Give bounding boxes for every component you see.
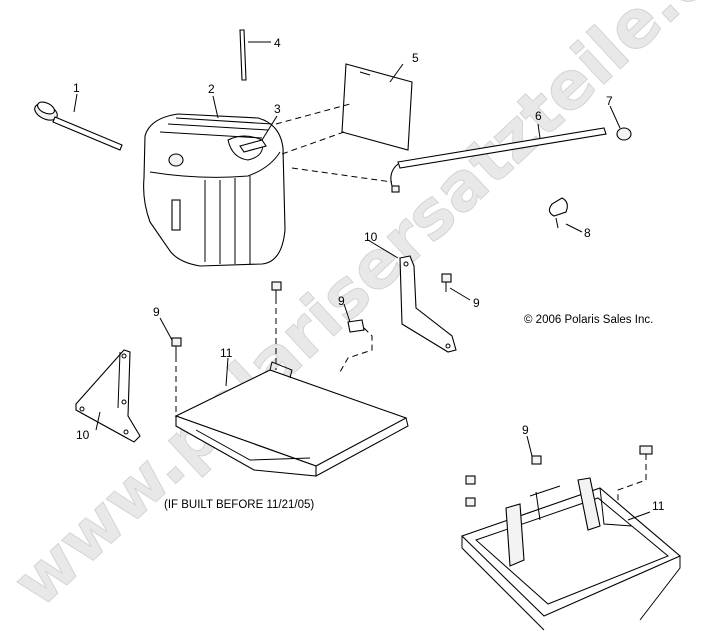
callout-9-a: 9	[153, 305, 160, 319]
build-note: (IF BUILT BEFORE 11/21/05)	[164, 499, 314, 511]
callout-2: 2	[208, 82, 215, 96]
callout-labels: 1 2 3 4 5 6 7 8 9 9 9 9 10 10 11 11	[73, 36, 665, 513]
callout-11-b: 11	[652, 499, 665, 513]
callout-3: 3	[274, 102, 281, 116]
leader-lines	[73, 41, 651, 521]
callout-9-c: 9	[338, 294, 345, 308]
callout-11-a: 11	[220, 346, 233, 360]
callout-10-b: 10	[76, 428, 90, 442]
tank-fitting	[239, 139, 267, 153]
fuel-tank	[143, 113, 286, 267]
assembly-lines	[175, 103, 647, 502]
callout-9-d: 9	[522, 423, 529, 437]
callout-10-a: 10	[364, 230, 378, 244]
callout-4: 4	[274, 36, 281, 50]
fuel-line	[390, 127, 632, 193]
callout-6: 6	[535, 109, 542, 123]
hose-clip	[548, 197, 568, 229]
callout-7: 7	[606, 94, 613, 108]
decal-sheet	[341, 63, 413, 151]
bracket-left	[75, 349, 141, 443]
vent-line	[239, 29, 247, 81]
callout-1: 1	[73, 81, 80, 95]
callout-9-b: 9	[473, 296, 480, 310]
bracket-right	[399, 255, 457, 353]
copyright-text: © 2006 Polaris Sales Inc.	[524, 314, 653, 326]
callout-8: 8	[584, 226, 591, 240]
fuel-cap-sender	[34, 101, 123, 151]
frame-assembly	[460, 477, 682, 631]
callout-5: 5	[412, 51, 419, 65]
bolts	[171, 273, 653, 507]
skid-plate	[174, 361, 409, 477]
